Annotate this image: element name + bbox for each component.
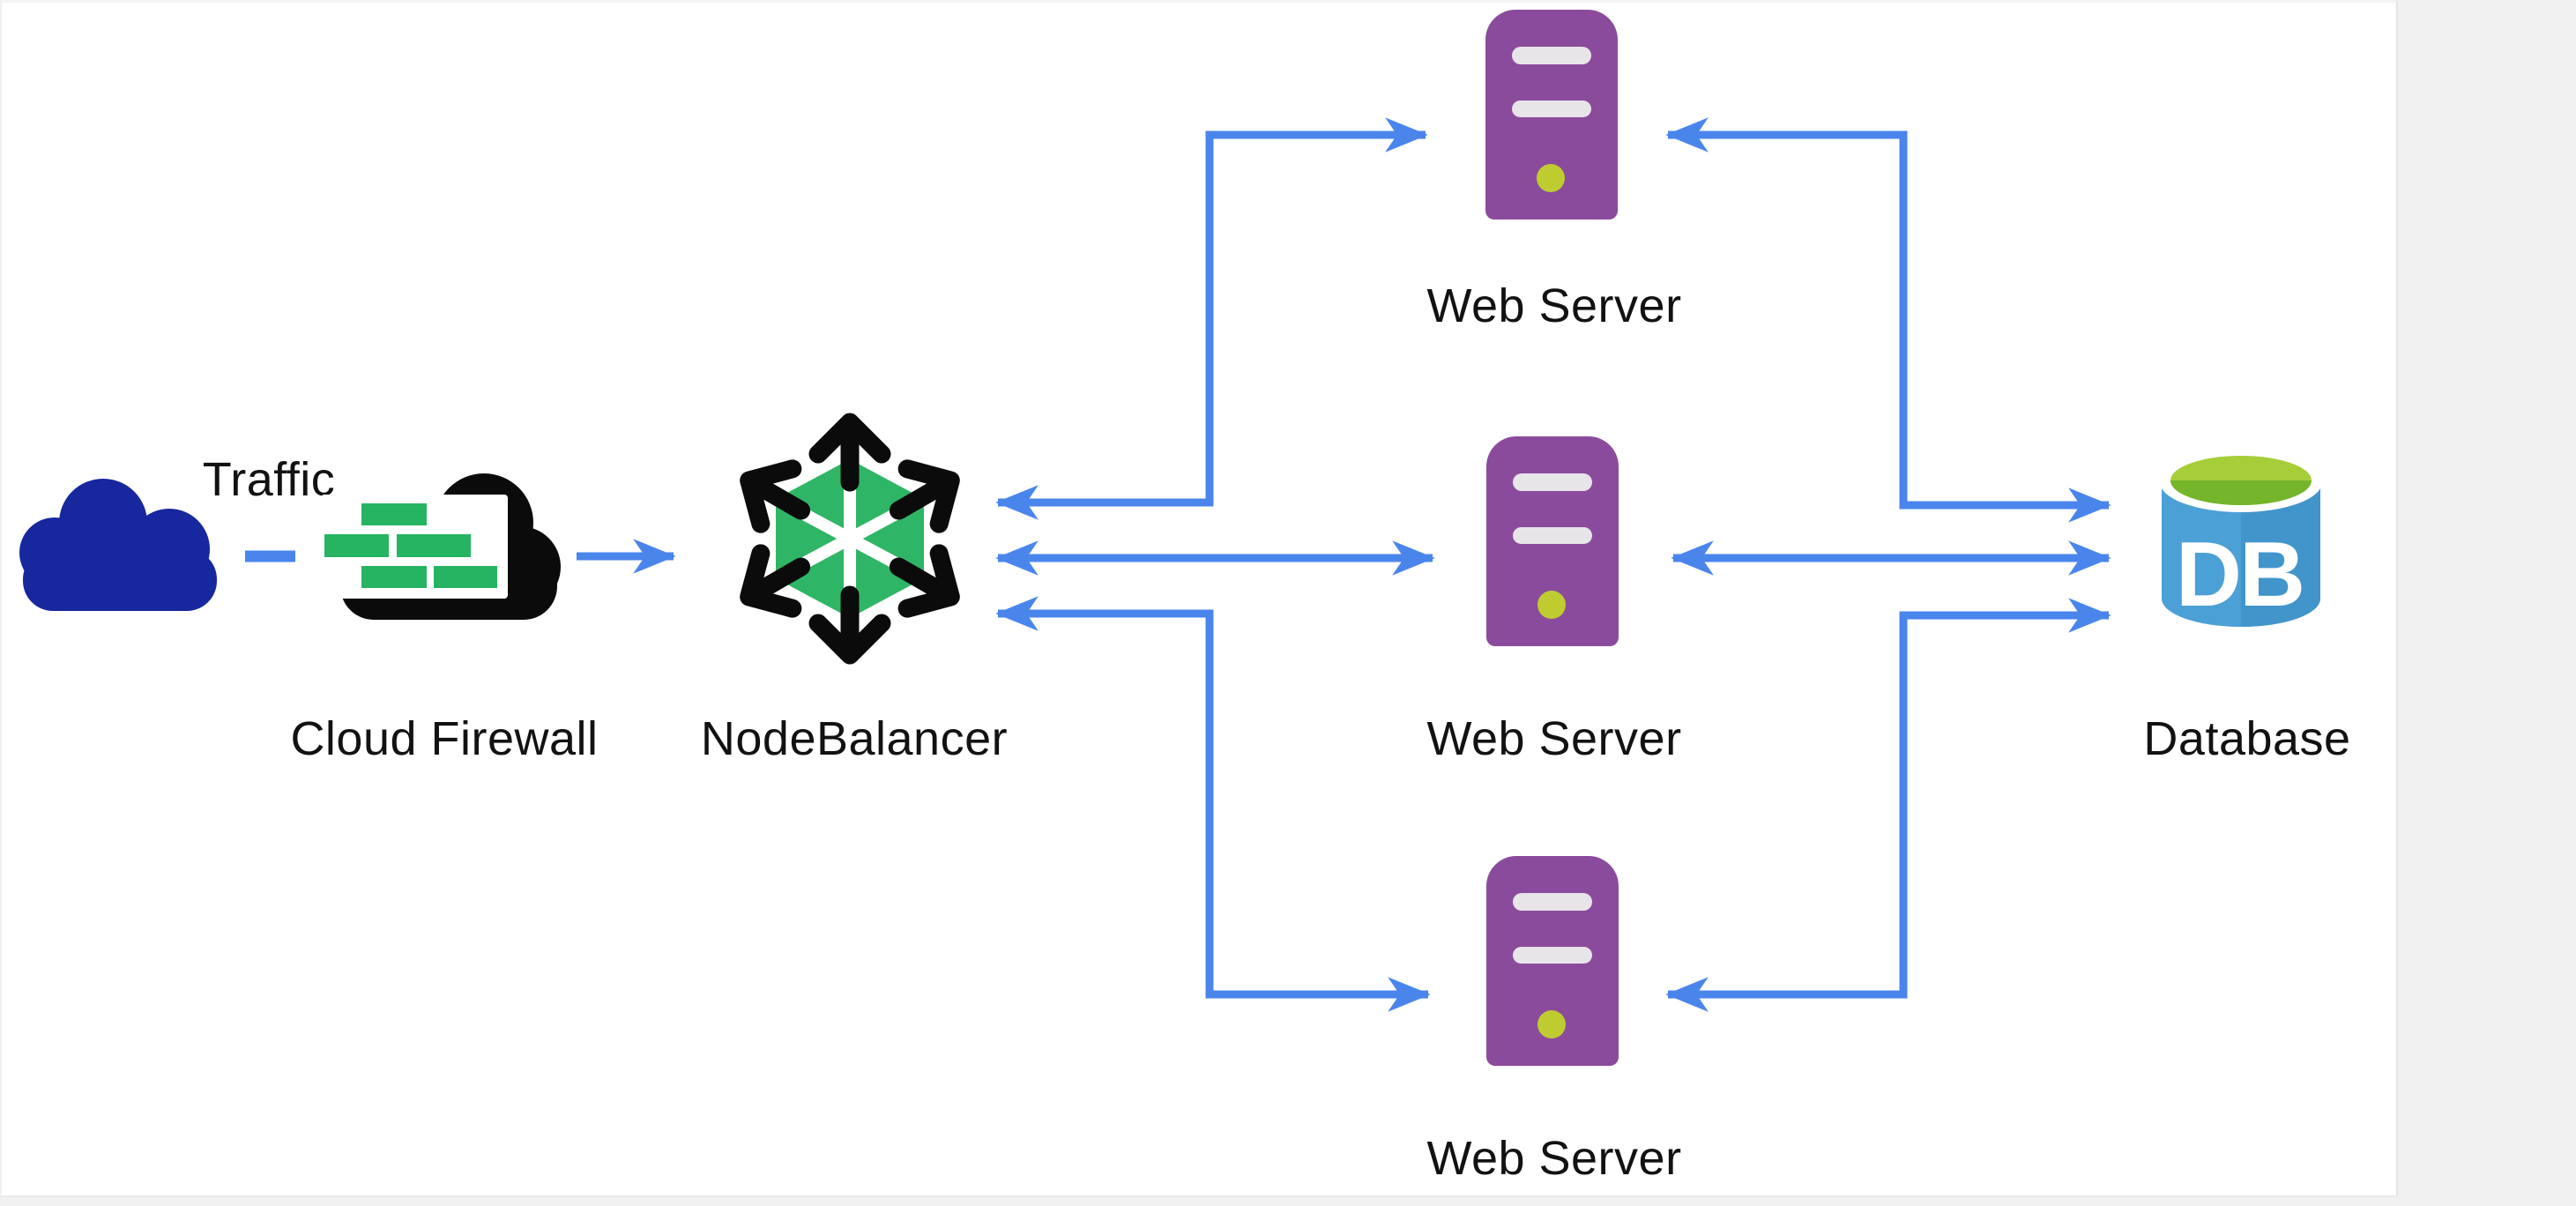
edge-nodebalancer-webserver-bottom: [995, 596, 1431, 1012]
traffic-cloud-icon: [19, 479, 217, 611]
connector-layer: [245, 117, 2111, 1012]
web-server-top-label: Web Server: [1426, 279, 1682, 332]
database-label: Database: [2143, 712, 2351, 765]
node-web-server-bottom: [1486, 856, 1619, 1066]
server-icon: [1486, 856, 1619, 1066]
cloud-firewall-icon: [321, 473, 561, 620]
node-cloud-firewall: [321, 468, 564, 622]
node-web-server-middle: [1486, 436, 1619, 646]
traffic-label: Traffic: [202, 453, 336, 506]
server-icon: [1486, 436, 1619, 646]
nodebalancer-label: NodeBalancer: [700, 712, 1009, 765]
database-badge: DB: [2176, 524, 2303, 626]
edge-webserver-bottom-database: [1665, 598, 2111, 1012]
edge-nodebalancer-webserver-top: [995, 117, 1428, 520]
node-traffic: [11, 472, 227, 613]
node-web-server-top: [1485, 10, 1618, 220]
diagram-canvas: Traffic Cloud Firewall: [0, 0, 2398, 1197]
nodebalancer-icon: [718, 413, 982, 677]
server-icon: [1485, 10, 1618, 220]
web-server-bottom-label: Web Server: [1426, 1132, 1682, 1185]
node-database: DB: [2160, 449, 2322, 653]
web-server-middle-label: Web Server: [1426, 712, 1682, 765]
node-nodebalancer: [718, 399, 982, 677]
edge-webserver-top-database: [1665, 117, 2111, 523]
cloud-firewall-label: Cloud Firewall: [290, 712, 599, 765]
database-icon: DB: [2160, 452, 2322, 627]
